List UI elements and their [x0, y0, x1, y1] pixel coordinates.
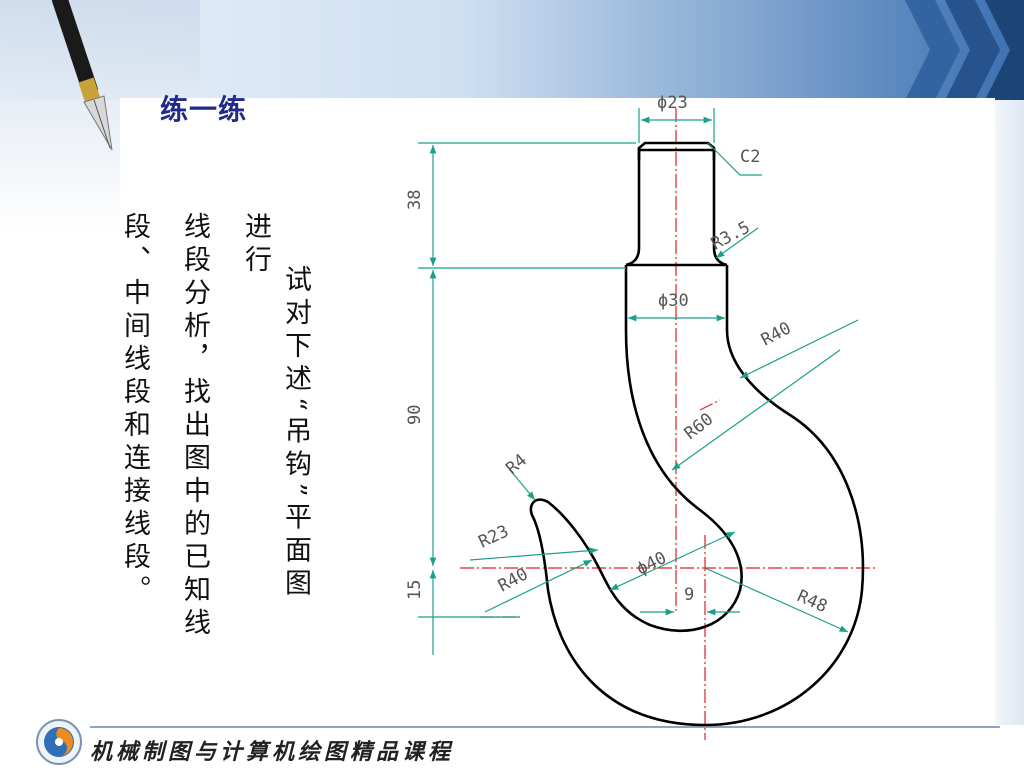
paragraph-column-4: 段、中间线段和连接线段。 — [119, 212, 150, 608]
footer-course-title: 机械制图与计算机绘图精品课程 — [90, 739, 455, 765]
dim-tip-radius: R4 — [502, 450, 531, 478]
pen-icon — [52, 0, 113, 151]
dim-chamfer: C2 — [740, 147, 760, 167]
dim-height-middle: 90 — [405, 405, 425, 425]
dim-offset: 9 — [684, 585, 694, 605]
dim-center-diameter: ϕ40 — [633, 548, 669, 579]
paragraph-column-3: 线段分析，找出图中的已知线 — [179, 212, 210, 641]
paragraph-column-1: 试对下述“吊钩”平面图 — [280, 265, 311, 602]
dim-inner-arc: R60 — [681, 409, 718, 444]
dim-height-bottom: 15 — [405, 580, 425, 600]
dim-shank-diameter: ϕ30 — [658, 291, 689, 311]
dim-outer-arc: R40 — [758, 318, 795, 350]
dim-outer-bottom-arc: R48 — [794, 586, 830, 617]
center-lines — [460, 108, 878, 740]
dim-top-diameter: ϕ23 — [657, 93, 688, 113]
dim-height-top: 38 — [405, 190, 425, 210]
paragraph-column-2: 进行 — [240, 212, 271, 278]
slide-title: 练一练 — [160, 93, 248, 126]
dimension-labels: ϕ23 C2 R3.5 ϕ30 R40 R60 R4 R23 R40 ϕ40 9… — [405, 93, 830, 617]
course-logo-icon — [36, 719, 82, 765]
dim-tip-arc: R23 — [476, 521, 512, 552]
dimension-lines — [418, 108, 859, 655]
hook-outline — [529, 141, 865, 727]
